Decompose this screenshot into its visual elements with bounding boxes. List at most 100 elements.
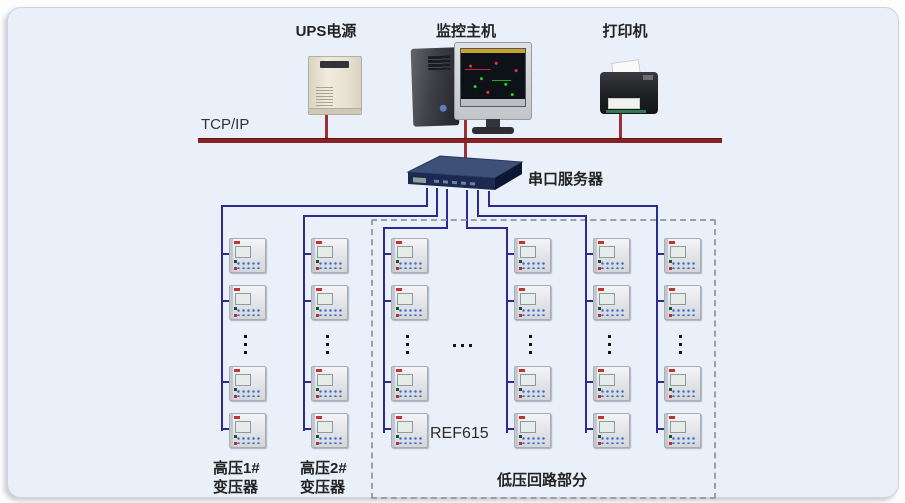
relay-logo: [396, 288, 402, 291]
host-tower: [410, 47, 460, 127]
relay-keypad: [316, 388, 343, 398]
relay-device: [664, 238, 701, 273]
relay-screen: [520, 293, 536, 305]
ups-vent: [320, 61, 349, 68]
relay-keypad: [598, 435, 625, 445]
hv2-transformer-label-line2: 变压器: [300, 479, 346, 496]
relay-keypad: [598, 388, 625, 398]
relay-keypad: [234, 307, 261, 317]
printer-output-paper: [608, 98, 640, 109]
relay-keypad: [519, 388, 546, 398]
relay-stub: [221, 300, 230, 302]
host-drive-slots: [427, 55, 451, 71]
printer-control-panel: [643, 75, 653, 80]
relay-device: [514, 413, 551, 448]
relay-logo: [519, 369, 525, 372]
relay-logo: [519, 288, 525, 291]
printer-bus-connector: [619, 112, 622, 139]
relay-screen: [235, 246, 251, 258]
relay-screen: [397, 374, 413, 386]
relay-stub: [221, 253, 230, 255]
ups-device: [308, 56, 362, 115]
relay-logo: [669, 241, 675, 244]
relay-screen: [397, 246, 413, 258]
relay-logo: [598, 416, 604, 419]
relay-keypad: [396, 435, 423, 445]
more-devices-ellipsis: [244, 335, 247, 338]
more-devices-ellipsis: [679, 335, 682, 338]
relay-stub: [303, 381, 312, 383]
hv1-transformer-label-line2: 变压器: [213, 479, 259, 496]
relay-stub: [656, 428, 665, 430]
relay-stub: [506, 381, 515, 383]
relay-keypad: [598, 307, 625, 317]
relay-screen: [599, 421, 615, 433]
printer-tray-strip: [606, 110, 646, 113]
relay-device: [514, 366, 551, 401]
relay-device: [391, 413, 428, 448]
relay-logo: [598, 241, 604, 244]
relay-logo: [316, 369, 322, 372]
relay-logo: [669, 369, 675, 372]
relay-stub: [303, 300, 312, 302]
host-label: 监控主机: [435, 23, 496, 40]
relay-bus-line: [221, 205, 223, 431]
lv-section-label: 低压回路部分: [497, 472, 588, 489]
relay-bus-line: [383, 227, 385, 433]
relay-keypad: [396, 388, 423, 398]
relay-keypad: [669, 388, 696, 398]
relay-keypad: [316, 307, 343, 317]
relay-screen: [599, 374, 615, 386]
printer-device: [600, 59, 658, 114]
relay-logo: [598, 288, 604, 291]
more-devices-ellipsis: [326, 335, 329, 338]
relay-keypad: [519, 435, 546, 445]
host-power-button-icon: [439, 104, 447, 112]
relay-device: [229, 238, 266, 273]
hv1-transformer-label-line1: 高压1#: [213, 460, 260, 477]
relay-device: [391, 285, 428, 320]
relay-keypad: [519, 260, 546, 270]
serial-branch-line: [383, 227, 448, 229]
relay-logo: [519, 416, 525, 419]
relay-stub: [303, 253, 312, 255]
relay-device: [311, 413, 348, 448]
relay-stub: [506, 428, 515, 430]
serial-drop-line: [488, 191, 490, 207]
relay-stub: [383, 300, 392, 302]
relay-device: [664, 285, 701, 320]
relay-device: [229, 413, 266, 448]
relay-logo: [316, 288, 322, 291]
relay-screen: [317, 421, 333, 433]
relay-stub: [383, 253, 392, 255]
tcpip-label: TCP/IP: [201, 116, 250, 133]
relay-keypad: [234, 388, 261, 398]
relay-stub: [221, 428, 230, 430]
serial-server-label: 串口服务器: [528, 171, 604, 188]
more-devices-ellipsis: [608, 335, 611, 338]
relay-screen: [599, 246, 615, 258]
relay-device: [229, 285, 266, 320]
relay-screen: [397, 293, 413, 305]
more-devices-ellipsis: [529, 335, 532, 338]
printer-label: 打印机: [602, 23, 648, 40]
host-scada-screen: [460, 48, 526, 107]
relay-bus-line: [506, 227, 508, 433]
relay-keypad: [669, 260, 696, 270]
relay-logo: [598, 369, 604, 372]
relay-logo: [669, 288, 675, 291]
relay-keypad: [669, 435, 696, 445]
relay-logo: [234, 369, 240, 372]
relay-device: [391, 238, 428, 273]
relay-logo: [396, 416, 402, 419]
relay-stub: [506, 300, 515, 302]
relay-logo: [234, 288, 240, 291]
relay-keypad: [598, 260, 625, 270]
relay-screen: [670, 246, 686, 258]
relay-logo: [669, 416, 675, 419]
relay-logo: [234, 416, 240, 419]
relay-stub: [585, 381, 594, 383]
relay-device: [593, 413, 630, 448]
relay-screen: [235, 374, 251, 386]
